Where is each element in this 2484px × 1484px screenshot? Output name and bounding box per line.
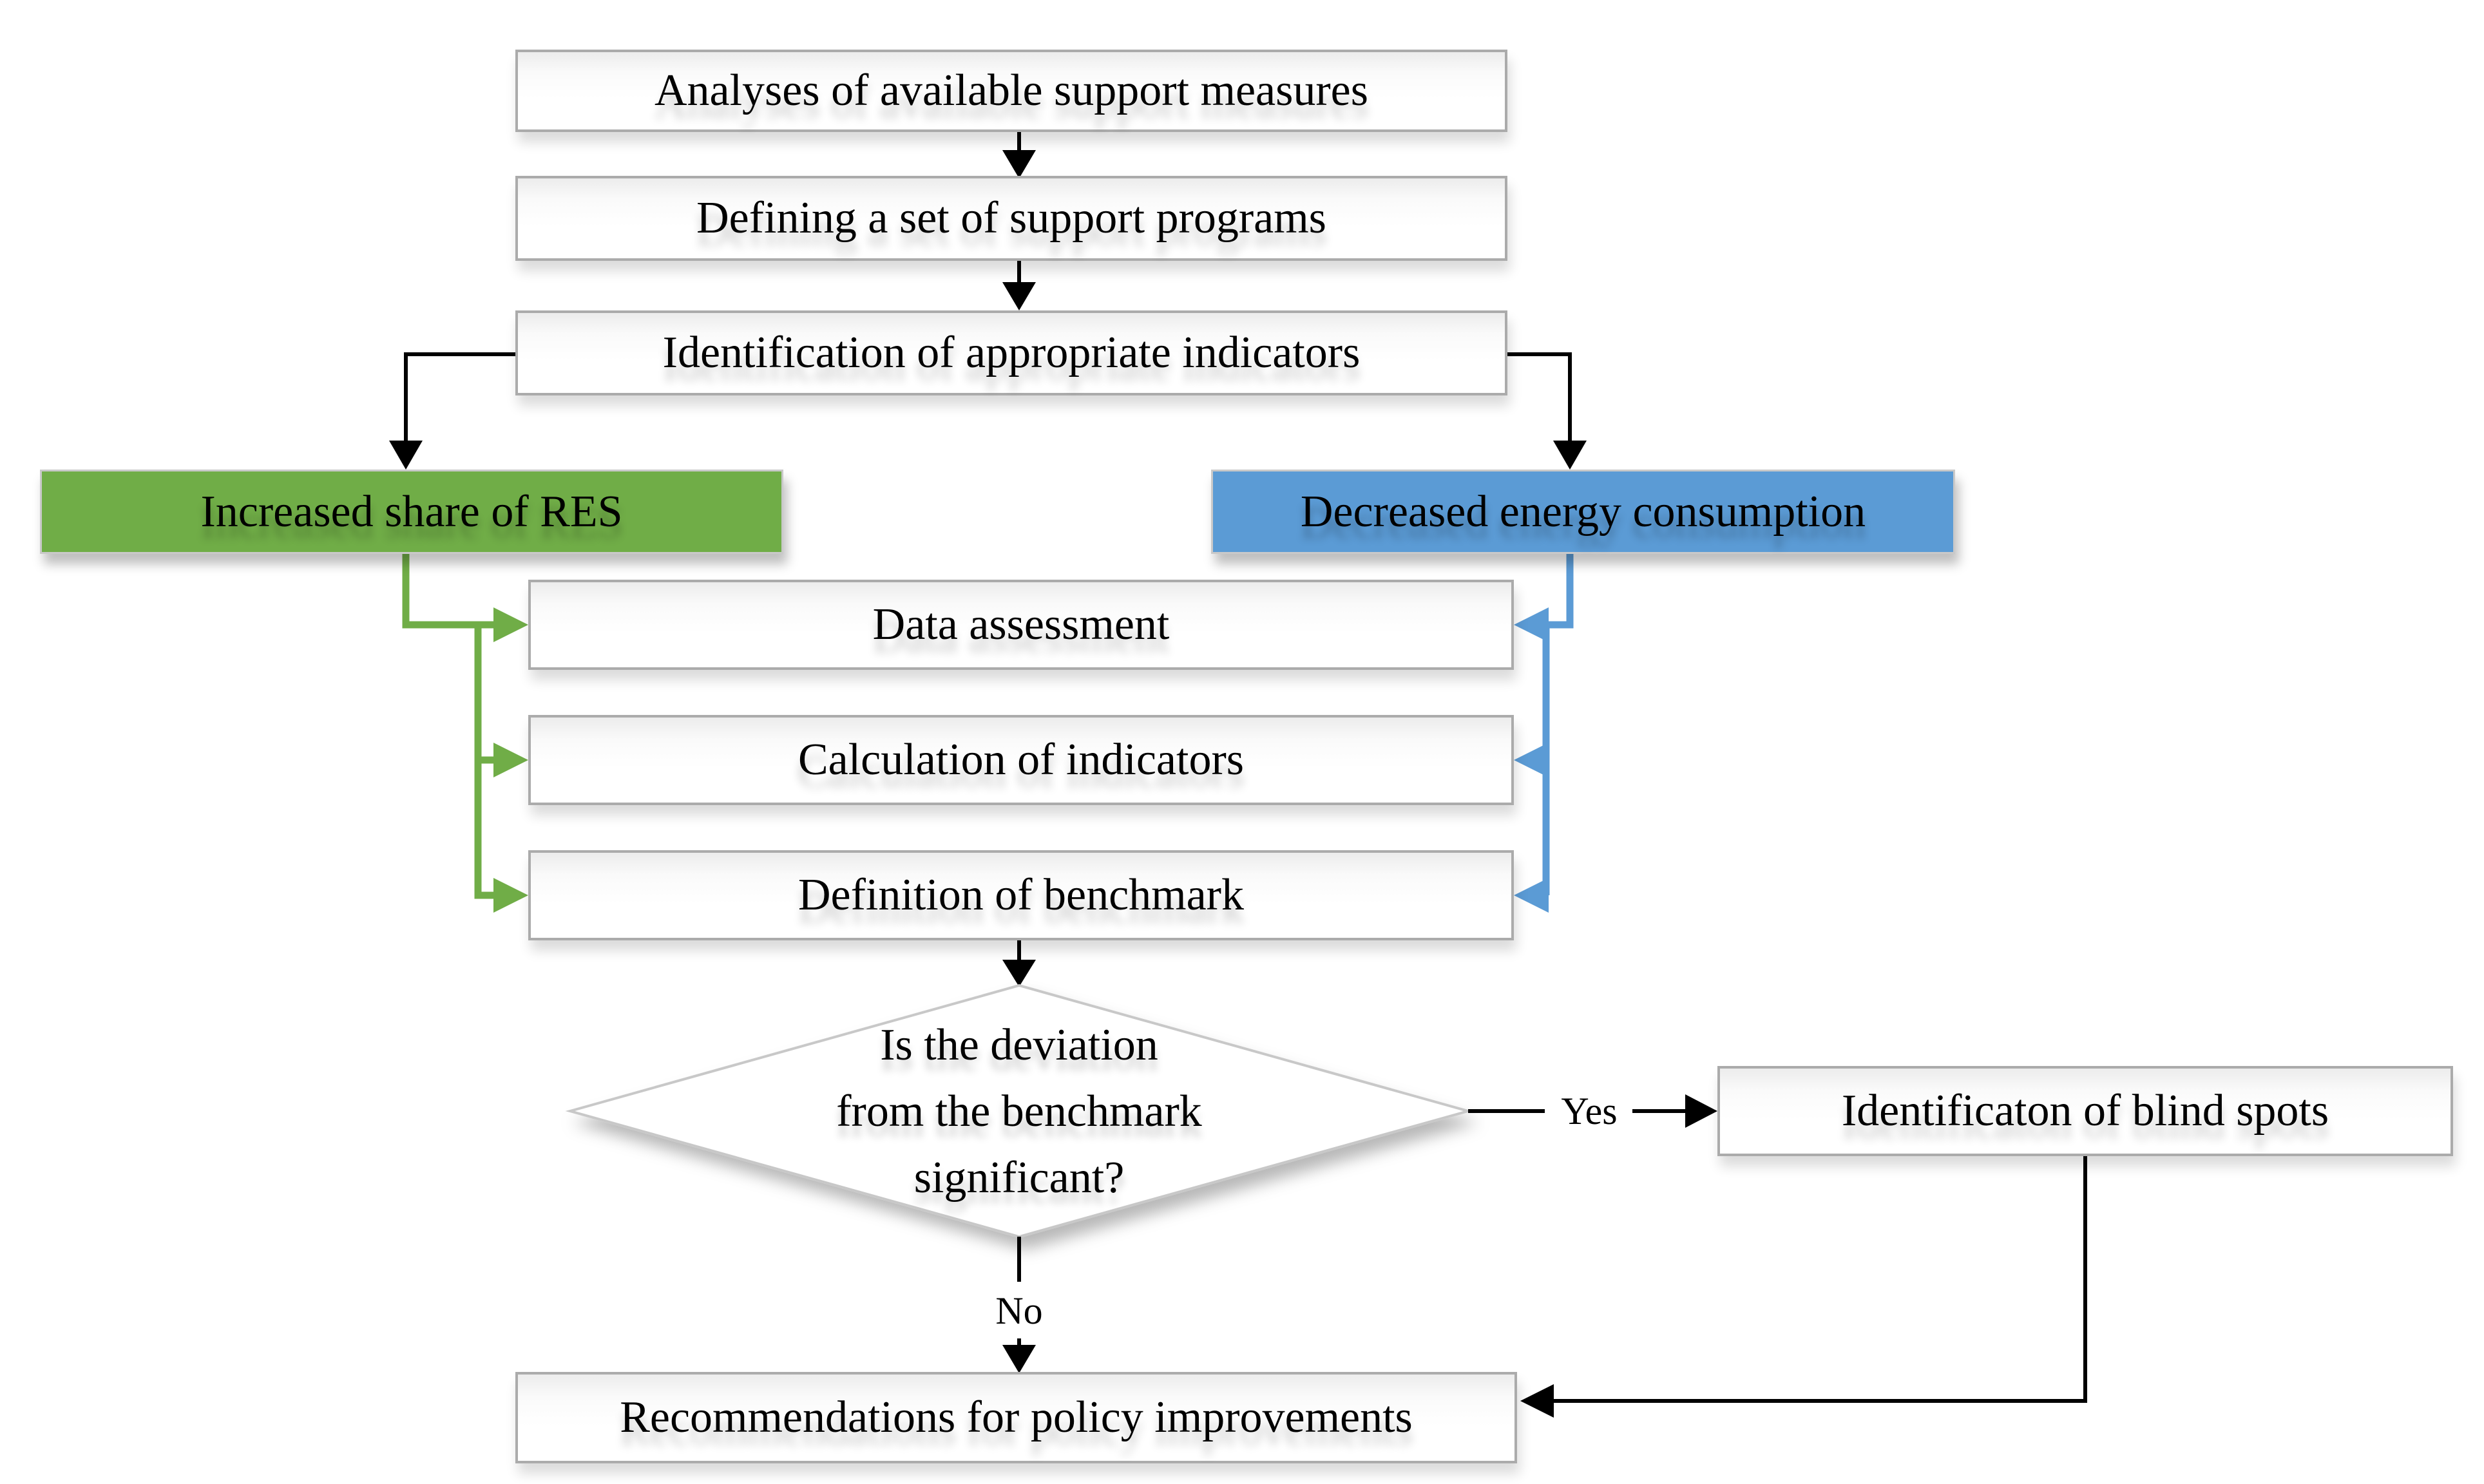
arrow-benchmark-to-decision — [1002, 940, 1036, 987]
edge-label-yes: Yes — [1547, 1082, 1631, 1140]
arrow-identification-to-energy — [1507, 352, 1587, 470]
arrow-yes-decision-to-blind-spots — [1468, 1094, 1717, 1128]
decision-line-1: Is the deviation — [880, 1020, 1158, 1070]
node-definition-benchmark: Definition of benchmark — [528, 850, 1514, 940]
node-data-assessment: Data assessment — [528, 580, 1514, 670]
node-defining-programs: Defining a set of support programs — [515, 176, 1507, 261]
node-increased-share-res: Increased share of RES — [40, 470, 783, 554]
node-analyses: Analyses of available support measures — [515, 50, 1507, 132]
node-recommendations: Recommendations for policy improvements — [515, 1372, 1517, 1463]
node-calculation-indicators: Calculation of indicators — [528, 715, 1514, 805]
decision-line-2: from the benchmark — [836, 1086, 1202, 1136]
node-decreased-energy-consumption: Decreased energy consumption — [1211, 470, 1955, 554]
decision-diamond-text: Is the deviation from the benchmark sign… — [697, 995, 1341, 1227]
node-blind-spots: Identificaton of blind spots — [1717, 1066, 2453, 1156]
arrow-analyses-to-defining — [1002, 132, 1036, 178]
node-identification-indicators: Identification of appropriate indicators — [515, 310, 1507, 395]
green-connector-res-to-steps — [402, 553, 528, 913]
edge-label-no: No — [974, 1283, 1064, 1338]
blue-connector-energy-to-steps — [1514, 553, 1574, 913]
decision-line-3: significant? — [913, 1152, 1125, 1203]
arrow-blind-spots-to-recommendations — [1520, 1156, 2087, 1418]
arrow-identification-to-res — [389, 352, 515, 470]
arrow-defining-to-identification — [1002, 261, 1036, 310]
